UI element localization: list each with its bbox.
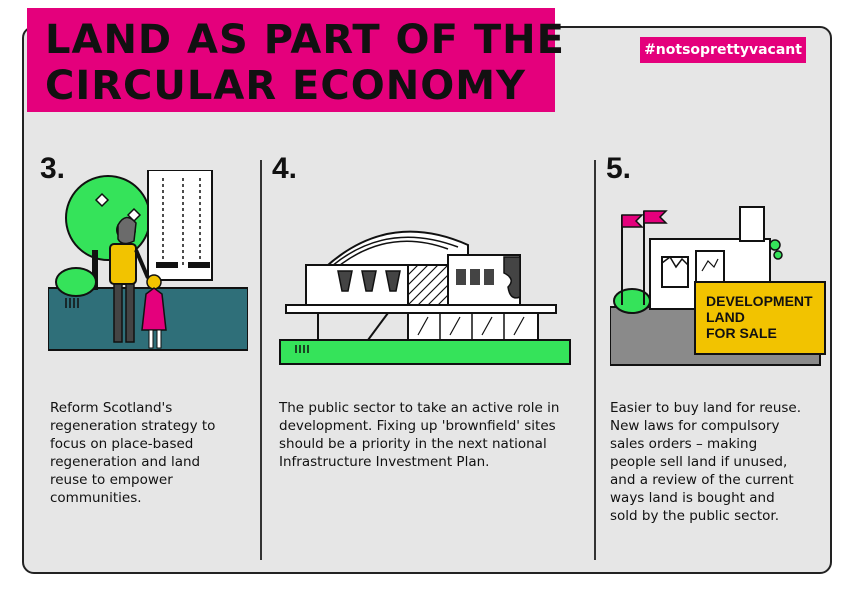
regeneration-illustration xyxy=(48,170,248,351)
brownfield-building-illustration xyxy=(279,230,571,365)
caption-line: development. Fixing up 'brownfield' site… xyxy=(279,418,556,434)
step-caption-3: Reform Scotland's regeneration strategy … xyxy=(50,399,215,507)
sign-line: FOR SALE xyxy=(706,325,777,341)
caption-line: focus on place-based xyxy=(50,436,194,452)
caption-line: communities. xyxy=(50,490,142,506)
step-number-3: 3. xyxy=(40,152,66,185)
caption-line: should be a priority in the next nationa… xyxy=(279,436,547,452)
caption-line: regeneration and land xyxy=(50,454,201,470)
hashtag-badge: #notsoprettyvacant xyxy=(640,37,806,63)
caption-line: people sell land if unused, xyxy=(610,454,788,470)
caption-line: The public sector to take an active role… xyxy=(279,400,560,416)
caption-line: reuse to empower xyxy=(50,472,173,488)
step-number-5: 5. xyxy=(606,152,632,185)
sign-line: LAND xyxy=(706,309,745,325)
title-line-2: CIRCULAR ECONOMY xyxy=(45,63,526,109)
step-caption-5: Easier to buy land for reuse. New laws f… xyxy=(610,399,801,525)
caption-line: Infrastructure Investment Plan. xyxy=(279,454,490,470)
caption-line: Reform Scotland's xyxy=(50,400,173,416)
caption-line: New laws for compulsory xyxy=(610,418,780,434)
title-line-1: LAND AS PART OF THE xyxy=(45,17,565,63)
step-number-4: 4. xyxy=(272,152,298,185)
caption-line: sales orders – making xyxy=(610,436,758,452)
caption-line: ways land is bought and xyxy=(610,490,775,506)
for-sale-sign: DEVELOPMENT LAND FOR SALE xyxy=(694,281,826,355)
sign-line: DEVELOPMENT xyxy=(706,293,813,309)
caption-line: regeneration strategy to xyxy=(50,418,216,434)
step-caption-4: The public sector to take an active role… xyxy=(279,399,559,471)
caption-line: sold by the public sector. xyxy=(610,508,780,524)
column-divider-2 xyxy=(594,160,596,560)
column-divider-1 xyxy=(260,160,262,560)
title-banner: LAND AS PART OF THE CIRCULAR ECONOMY xyxy=(27,8,564,112)
caption-line: Easier to buy land for reuse. xyxy=(610,400,802,416)
caption-line: and a review of the current xyxy=(610,472,794,488)
